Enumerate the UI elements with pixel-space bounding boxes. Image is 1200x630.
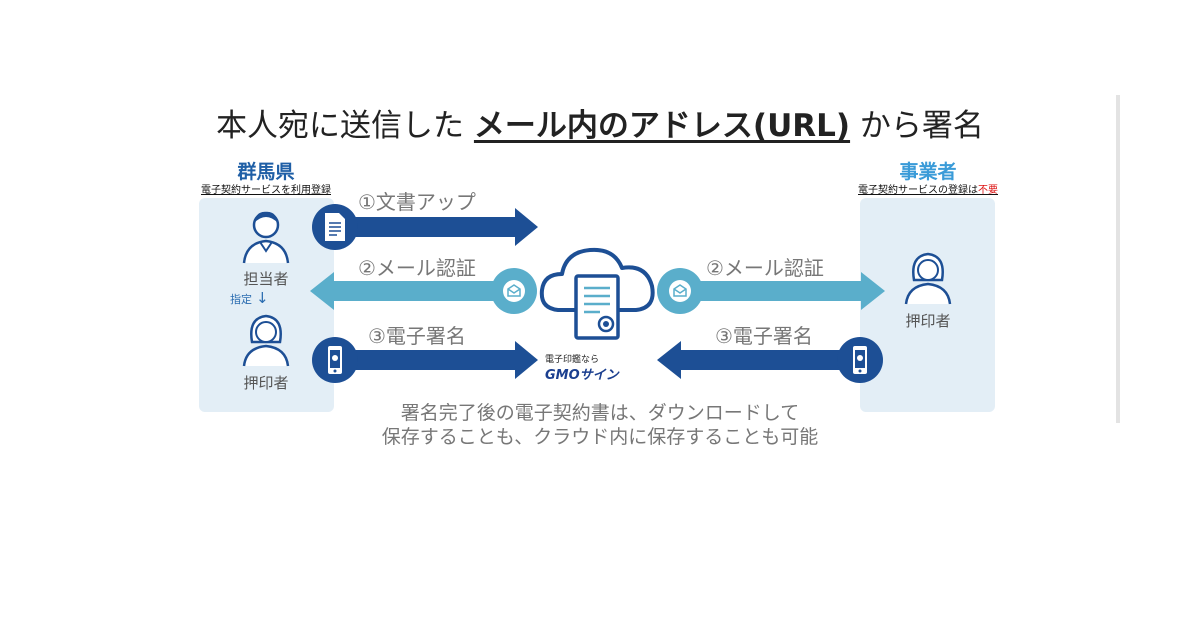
brand-logo: GMOサイン [545,368,619,383]
right-divider [1116,95,1120,423]
person-icon [242,314,290,367]
document-icon [325,213,345,241]
left-role-bottom: 押印者 [243,374,289,392]
right-role: 押印者 [905,312,951,330]
step-mail-left-label: ②メール認証 [358,256,476,280]
down-arrow-icon: ↓ [256,289,269,307]
step-sign-right-label: ③電子署名 [715,324,813,348]
right-note-emphasis: 不要 [978,185,998,196]
envelope-icon [669,280,691,302]
right-panel [860,198,995,412]
envelope-icon [503,280,525,302]
left-org-note: 電子契約サービスを利用登録 [201,185,331,196]
caption-line-2: 保存することも、クラウド内に保存することも可能 [381,426,819,448]
designate-text: 指定 [230,293,252,306]
designate-label: 指定 ↓ [230,289,269,307]
right-org-name: 事業者 [899,161,957,183]
person-icon [242,211,290,264]
left-role-top: 担当者 [243,270,289,288]
smartphone-icon [328,346,342,374]
title-prefix: 本人宛に送信した [216,108,474,144]
left-org-name: 群馬県 [237,161,295,183]
right-org-note: 電子契約サービスの登録は不要 [838,181,1018,196]
step-mail-right-label: ②メール認証 [706,256,824,280]
person-icon [904,252,952,305]
title-suffix: から署名 [850,108,984,144]
step-upload-label: ①文書アップ [358,190,476,214]
upload-arrow [312,204,538,250]
caption-line-1: 署名完了後の電子契約書は、ダウンロードして [400,402,800,424]
smartphone-icon [853,346,867,374]
step-sign-left-label: ③電子署名 [368,324,466,348]
mail-arrow-left [310,268,537,314]
brand-tagline: 電子印鑑なら [545,355,600,365]
page-title: 本人宛に送信した メール内のアドレス(URL) から署名 [0,100,1200,145]
right-note-main: 電子契約サービスの登録は [858,185,978,196]
cloud-certificate-icon [539,247,655,340]
title-emphasis: メール内のアドレス(URL) [473,108,851,144]
